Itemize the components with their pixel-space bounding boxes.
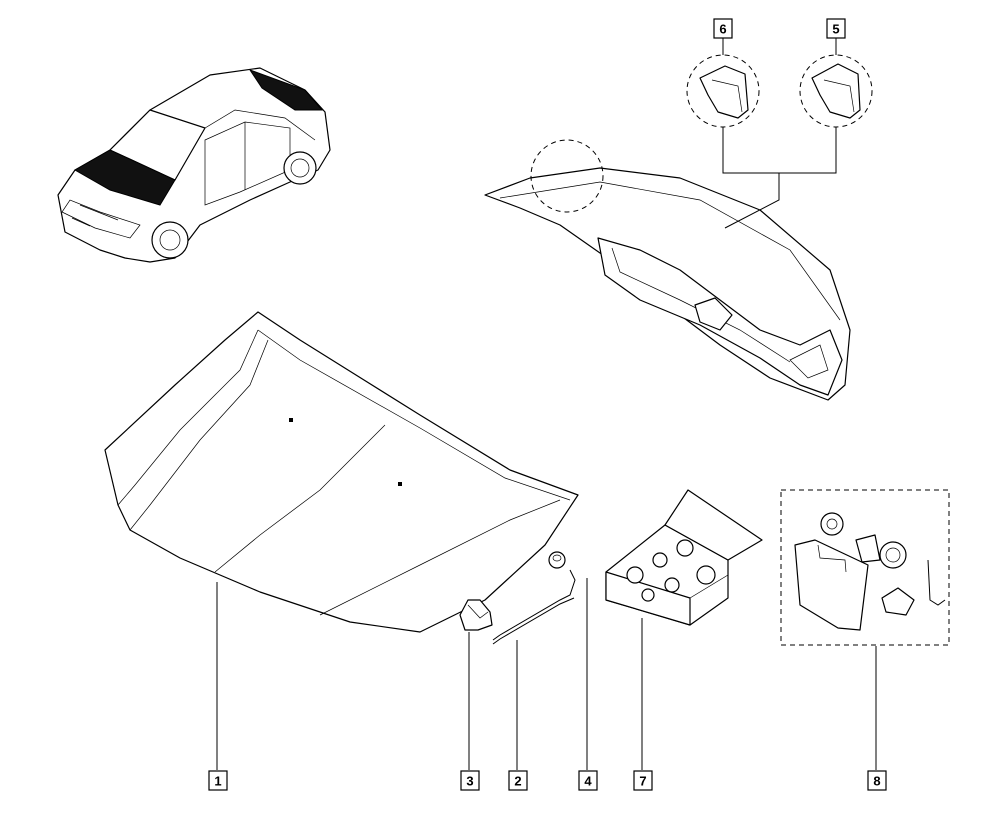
hood-bracket bbox=[459, 599, 493, 631]
callout-2: 2 bbox=[508, 770, 528, 791]
clip-kit-box bbox=[605, 489, 763, 626]
callout-4: 4 bbox=[578, 770, 598, 791]
detail-6 bbox=[686, 54, 760, 128]
callout-label-7: 7 bbox=[639, 774, 646, 789]
callout-8: 8 bbox=[867, 770, 887, 791]
callout-label-1: 1 bbox=[214, 774, 221, 789]
callout-label-5: 5 bbox=[832, 22, 839, 37]
callout-label-2: 2 bbox=[514, 774, 521, 789]
grommet bbox=[548, 551, 566, 569]
callout-label-4: 4 bbox=[584, 774, 592, 789]
callout-7: 7 bbox=[633, 770, 653, 791]
callout-label-6: 6 bbox=[719, 22, 726, 37]
trunk-lid bbox=[484, 139, 851, 401]
callout-1: 1 bbox=[208, 770, 228, 791]
lamp-kit-frame bbox=[780, 489, 950, 646]
callout-3: 3 bbox=[460, 770, 480, 791]
hood-panel bbox=[104, 311, 579, 633]
detail-5 bbox=[799, 54, 873, 128]
callout-5: 5 bbox=[826, 18, 846, 39]
callout-label-3: 3 bbox=[466, 774, 473, 789]
car-overview-illustration bbox=[57, 67, 331, 263]
callout-6: 6 bbox=[713, 18, 733, 39]
hood-prop-rod bbox=[492, 569, 576, 645]
callout-label-8: 8 bbox=[873, 774, 880, 789]
